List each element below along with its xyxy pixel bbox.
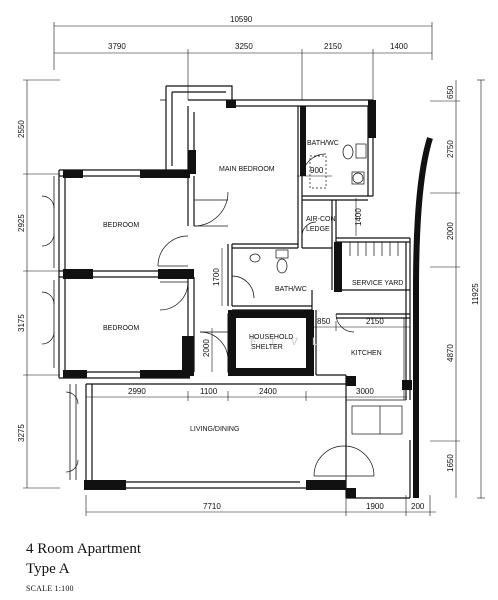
dim-ledge-height: 1400 [354,208,363,226]
dimension-lines [23,22,485,516]
floor-plan: ELVL 10590 3790 3250 2150 1400 650 2750 … [17,15,485,516]
basin-icon-2 [249,253,261,263]
dim-mid-small-2: 2150 [366,317,384,326]
dim-shelter: 2000 [202,339,211,357]
label-kitchen: KITCHEN [351,350,382,357]
dim-bottom-1: 7710 [203,502,221,511]
toilet-icon-2 [276,258,288,274]
label-aircon-1: AIR-CON [306,216,336,223]
dim-bottom-2: 1900 [366,502,384,511]
room-labels: MAIN BEDROOM BATH/WC AIR-CON LEDGE BEDRO… [103,140,403,433]
label-bath-wc-1: BATH/WC [307,140,339,147]
label-shelter-2: SHELTER [251,344,283,351]
dim-left-3: 3175 [17,314,26,332]
basin-icon [352,172,364,184]
dim-top-3: 2150 [324,42,342,51]
dim-top-1: 3790 [108,42,126,51]
dim-right-1: 650 [446,85,455,99]
label-living-dining: LIVING/DINING [190,426,239,433]
plan-type: Type A [26,561,70,577]
dim-top-4: 1400 [390,42,408,51]
dim-right-2: 2750 [446,140,455,158]
dim-right-5: 1650 [446,454,455,472]
dim-corridor: 1700 [212,268,221,286]
label-bedroom-2: BEDROOM [103,325,139,332]
dim-bottom-3: 200 [411,502,425,511]
label-main-bedroom: MAIN BEDROOM [219,166,275,173]
dim-left-1: 2550 [17,120,26,138]
service-yard-rack [349,242,399,256]
dim-left-2: 2925 [17,214,26,232]
dimension-labels: 10590 3790 3250 2150 1400 650 2750 2000 … [17,15,480,511]
dim-mid-small-1: 850 [317,317,331,326]
dim-mid-3: 2400 [259,387,277,396]
dim-right-4: 4870 [446,344,455,362]
label-service-yard: SERVICE YARD [352,280,403,287]
doors [41,153,375,477]
dim-ledge-width: 900 [310,166,324,175]
label-bath-wc-2: BATH/WC [275,286,307,293]
dim-mid-4: 3000 [356,387,374,396]
label-shelter-1: HOUSEHOLD [249,334,293,341]
dim-right-3: 2000 [446,222,455,240]
fixtures [249,143,406,435]
windows [53,99,166,480]
dim-mid-1: 2990 [128,387,146,396]
dim-right-overall: 11925 [471,283,480,305]
walls [58,85,433,499]
dim-top-overall: 10590 [230,15,253,24]
dim-left-4: 3275 [17,424,26,442]
label-bedroom-1: BEDROOM [103,222,139,229]
dim-mid-2: 1100 [200,387,218,396]
watermark: ELVL [250,336,332,348]
label-aircon-2: LEDGE [306,226,330,233]
dim-top-2: 3250 [235,42,253,51]
plan-title: 4 Room Apartment [26,541,141,557]
toilet-icon [342,144,354,160]
plan-scale: SCALE 1:100 [26,584,74,593]
